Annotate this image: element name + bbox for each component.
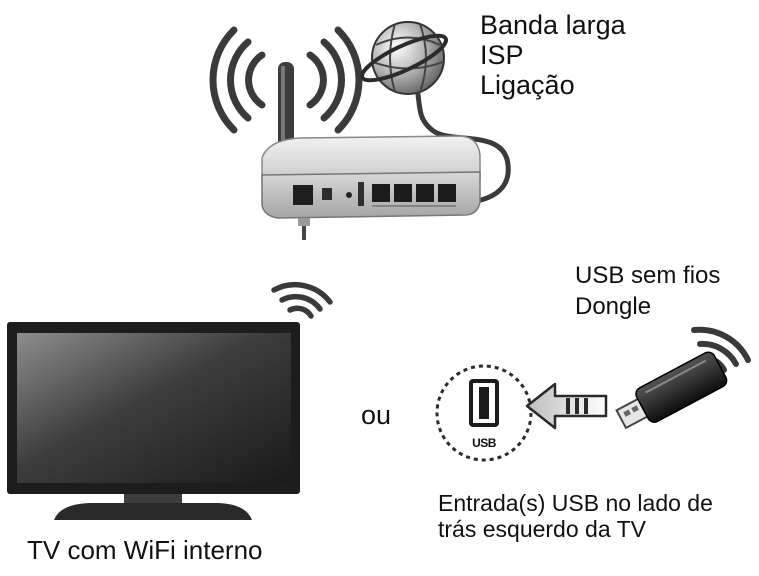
usb-badge-label: USB (472, 436, 497, 450)
router (261, 135, 481, 219)
router-cable (298, 218, 310, 240)
dongle-label: USB sem fios Dongle (575, 262, 721, 321)
broadband-line-3: Ligação (480, 70, 575, 101)
broadband-label: Banda larga ISP Ligação (480, 10, 626, 101)
usb-caption-line-1: Entrada(s) USB no lado de (438, 490, 713, 516)
usb-port-caption: Entrada(s) USB no lado de trás esquerdo … (438, 490, 713, 543)
tv-caption-text: TV com WiFi interno (27, 535, 263, 565)
usb-dongle (615, 351, 728, 430)
usb-caption-line-2: trás esquerdo da TV (438, 515, 646, 542)
separator-ou: ou (361, 400, 391, 430)
router-wifi-waves-icon (209, 26, 363, 134)
broadband-line-1: Banda larga (480, 10, 626, 40)
dongle-line-2: Dongle (575, 292, 652, 320)
broadband-line-2: ISP (480, 40, 524, 71)
dongle-line-1: USB sem fios (575, 262, 721, 289)
broadband-cable (415, 91, 511, 206)
tv (7, 322, 300, 520)
tv-caption: TV com WiFi interno (27, 535, 263, 565)
tv-wifi-waves-icon (271, 281, 333, 319)
usb-port-icon (435, 364, 533, 462)
insert-arrow-icon (525, 382, 608, 430)
globe-icon (360, 21, 448, 95)
